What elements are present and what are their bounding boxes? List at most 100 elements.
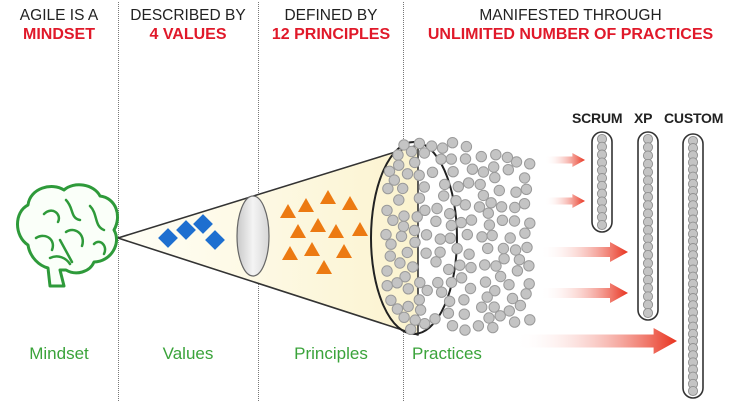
practice-circle (413, 192, 426, 204)
column-header-practices: MANIFESTED THROUGH UNLIMITED NUMBER OF P… (404, 6, 737, 45)
practice-circle (508, 316, 521, 328)
header-emphasis-principles: 12 PRINCIPLES (271, 26, 391, 44)
framework-capsule (637, 131, 659, 321)
practice-circle (395, 230, 408, 243)
practice-circle (642, 299, 654, 310)
practice-circle (510, 186, 522, 198)
practice-circle (483, 312, 495, 324)
footer-label-values: Values (162, 344, 214, 363)
practice-circle (490, 260, 502, 272)
practice-circle (514, 299, 527, 312)
practice-circle (408, 224, 421, 237)
practice-circle (455, 216, 467, 229)
arrow-shape (540, 242, 628, 262)
column-header-values: DESCRIBED BY 4 VALUES (119, 6, 257, 45)
practice-circle (459, 324, 471, 336)
practice-circle (384, 250, 396, 262)
principle-triangle (320, 190, 336, 204)
practice-circle (385, 294, 397, 306)
practice-arrows (515, 153, 677, 354)
practice-circle (432, 276, 444, 289)
arrow-shape (515, 328, 677, 354)
practice-circle (481, 291, 493, 303)
practice-circle (413, 294, 425, 306)
practice-circle (479, 276, 492, 288)
practice-circle (474, 178, 486, 191)
header-text-mindset: AGILE IS A (19, 7, 99, 24)
practice-circle (409, 314, 421, 326)
practice-circle (476, 231, 488, 243)
principle-triangle (352, 222, 368, 236)
practice-circle (518, 172, 531, 184)
practice-circle (381, 280, 393, 292)
practice-circle (431, 202, 443, 215)
practice-circle (476, 301, 488, 313)
practice-circle (443, 263, 455, 276)
practice-circle (511, 265, 524, 277)
practice-circle (418, 181, 430, 193)
practice-circle (503, 279, 515, 291)
practice-circle (520, 288, 532, 300)
practice-circle (460, 140, 473, 153)
practice-circle (642, 307, 654, 319)
practice-circle (413, 169, 425, 182)
practice-circle (438, 190, 450, 202)
practice-circle (418, 147, 431, 159)
practice-circle (466, 163, 479, 175)
practice-circle (494, 270, 507, 283)
practice-circle (596, 219, 608, 231)
practice-circle (445, 276, 458, 289)
practice-circle (459, 153, 472, 165)
practice-circle (489, 171, 501, 184)
header-emphasis-mindset: MINDSET (23, 26, 95, 44)
practice-circle (642, 142, 654, 153)
practice-circle (509, 244, 522, 256)
framework-label-custom: CUSTOM (664, 110, 724, 126)
practice-circle (444, 232, 456, 244)
principle-triangle (328, 224, 344, 238)
practice-circle (452, 181, 464, 193)
practice-circle (398, 139, 410, 151)
practice-circle (642, 150, 654, 161)
practice-circle (436, 142, 449, 154)
practice-circle (414, 304, 427, 316)
practice-circle (446, 137, 459, 149)
practice-circle (510, 156, 523, 168)
practice-circle (494, 310, 506, 322)
practice-circle (402, 283, 414, 295)
practice-circle (472, 320, 485, 332)
practice-circle (444, 208, 456, 220)
practice-circle (439, 178, 451, 191)
practice-circle (508, 215, 521, 227)
practice-circle (391, 303, 404, 315)
practice-circle (518, 198, 531, 210)
practice-circle (687, 385, 699, 397)
practice-circle (642, 167, 654, 178)
practice-circle (401, 246, 413, 259)
practice-circle (442, 307, 455, 319)
practice-circle (443, 295, 456, 307)
practice-circle (414, 276, 426, 289)
practice-circle (465, 214, 478, 226)
arrow-shape (545, 153, 585, 167)
practice-circle (435, 286, 448, 298)
practice-circle (489, 285, 501, 297)
principle-triangle (342, 196, 358, 210)
framework-capsule (591, 131, 613, 233)
column-divider (118, 2, 119, 401)
practice-circle (482, 207, 494, 219)
practice-circle (446, 320, 459, 332)
practice-circle (383, 165, 396, 178)
lens-shape (236, 195, 270, 277)
practice-circle (421, 284, 433, 297)
practice-circle (642, 258, 654, 269)
practice-circle (523, 260, 535, 272)
footer-label-principles: Principles (294, 344, 368, 363)
framework-capsules (591, 131, 704, 399)
practice-circle (475, 150, 487, 163)
practice-circle (521, 241, 533, 254)
column-header-principles: DEFINED BY 12 PRINCIPLES (259, 6, 403, 45)
practice-circle (483, 219, 496, 231)
practice-circle (509, 201, 521, 214)
practice-circle (420, 247, 432, 259)
